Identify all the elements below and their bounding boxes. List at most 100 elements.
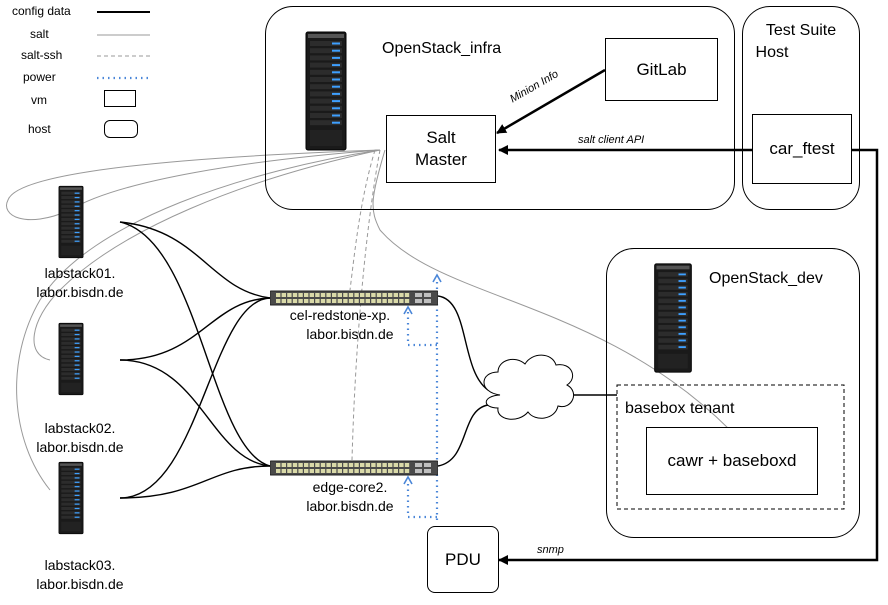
labstack02-server-status-led xyxy=(74,351,80,353)
openstack-dev-server-drive-bay xyxy=(658,278,688,284)
labstack03-server-status-led xyxy=(74,499,80,501)
switch1-port xyxy=(287,293,292,297)
openstack-dev-server-drive-bay xyxy=(658,318,688,323)
labstack03-server-drive-bay xyxy=(61,489,81,493)
openstack-dev-server-drive-bay xyxy=(658,285,688,290)
switch2-port xyxy=(337,463,342,467)
switch2-port xyxy=(276,463,281,467)
switch2-port xyxy=(388,469,393,473)
switch2-port xyxy=(399,463,404,467)
labstack01-label-line1: labstack01. xyxy=(44,265,116,281)
test-suite-host-label-line1: Test Suite xyxy=(765,22,837,39)
labstack01-server-status-led xyxy=(74,214,80,216)
labstack01-server-status-led xyxy=(74,223,80,225)
labstack03-server-status-led xyxy=(74,486,80,488)
openstack-dev-server-drive-bay xyxy=(658,298,688,304)
switch1-port xyxy=(354,299,359,303)
labstack03-server-status-led xyxy=(74,477,80,479)
labstack01-server-icon xyxy=(58,185,84,259)
salt-master-server-status-led xyxy=(332,85,340,88)
openstack-dev-server-status-led xyxy=(678,346,686,349)
switch1-uplink-port xyxy=(424,299,431,303)
labstack02-server-status-led xyxy=(74,360,80,362)
switch2-port xyxy=(393,469,398,473)
legend-host-label: host xyxy=(28,122,51,136)
switch2-port xyxy=(320,463,326,467)
salt-master-server-drive-bay xyxy=(310,98,342,104)
openstack-dev-server-status-led xyxy=(678,326,686,329)
switch2-port xyxy=(304,463,309,467)
labstack01-server-base-panel xyxy=(61,245,81,256)
openstack-dev-server-top-bezel xyxy=(656,265,690,270)
legend-vm-label: vm xyxy=(31,93,47,107)
switch2-port xyxy=(309,463,314,467)
car-ftest-box xyxy=(752,114,852,184)
switch1-port xyxy=(292,293,298,297)
labstack02-server-status-led xyxy=(74,368,80,371)
openstack-dev-server-drive-bay xyxy=(658,338,688,343)
labstack01-server-status-led xyxy=(74,196,80,199)
gitlab-label: GitLab xyxy=(636,60,687,79)
labstack02-server-status-led xyxy=(74,329,80,331)
switch1-port xyxy=(298,299,303,303)
labstack02-server-top-bezel xyxy=(60,324,82,327)
basebox-tenant-label: basebox tenant xyxy=(625,400,735,417)
openstack-dev-server-status-led xyxy=(678,319,686,322)
labstack03-server-icon xyxy=(58,461,84,535)
labstack02-server-status-led xyxy=(74,342,80,344)
legend-vm-box xyxy=(104,90,136,107)
labstack01-server-status-led xyxy=(74,231,80,234)
labstack03-server-status-led xyxy=(74,490,80,492)
salt-master-server-status-led xyxy=(332,92,340,95)
openstack-dev-server-status-led xyxy=(678,306,686,309)
switch1-port xyxy=(348,299,354,303)
switch2-port xyxy=(404,463,410,467)
labstack03-server-status-led xyxy=(74,503,80,505)
switch2-port xyxy=(320,469,326,473)
labstack03-server-drive-bay xyxy=(61,506,81,511)
salt-lines xyxy=(6,149,731,491)
labstack01-server-status-led xyxy=(74,236,80,238)
switch1-label-line1: cel-redstone-xp. xyxy=(289,307,391,323)
switch1-port xyxy=(309,299,314,303)
salt-master-server-status-led xyxy=(332,64,340,67)
openstack-dev-server-status-led xyxy=(678,299,686,302)
switch2-port xyxy=(332,463,337,467)
labstack02-label-line1: labstack02. xyxy=(44,420,116,436)
snmp-arrow xyxy=(498,148,879,565)
snmp-label: snmp xyxy=(537,544,564,556)
labstack01-server-status-led xyxy=(74,240,80,242)
openstack-dev-server-drive-bay xyxy=(658,305,688,310)
labstack02-server-drive-bay xyxy=(61,350,81,354)
switch1-icon xyxy=(270,290,438,306)
labstack02-server-drive-bay xyxy=(61,372,81,376)
labstack01-server-drive-bay xyxy=(61,196,81,200)
labstack01-server-drive-bay xyxy=(61,226,81,230)
labstack02-server-drive-bay xyxy=(61,337,81,341)
switch2-port xyxy=(376,469,382,473)
labstack01-server-drive-bay xyxy=(61,239,81,243)
switch2-uplink-port xyxy=(424,463,431,467)
basebox-tenant-box xyxy=(616,384,845,510)
switch2-port xyxy=(343,469,348,473)
switch1-port xyxy=(332,299,337,303)
switch1-port xyxy=(360,293,365,297)
switch2-port xyxy=(332,469,337,473)
openstack-dev-server-drive-bay xyxy=(658,344,688,350)
labstack01-server-status-led xyxy=(74,192,80,194)
salt-master-server-status-led xyxy=(332,71,340,74)
switch2-label-line2: labor.bisdn.de xyxy=(306,498,394,514)
salt-master-server-drive-bay xyxy=(310,69,342,75)
labstack01-server-drive-bay xyxy=(61,235,81,239)
switch1-port xyxy=(276,299,281,303)
labstack01-server-status-led xyxy=(74,218,80,220)
labstack03-server-status-led xyxy=(74,494,80,496)
salt-master-server-status-led xyxy=(332,100,340,103)
salt-ssh-lines xyxy=(349,149,381,461)
labstack01-server-top-bezel xyxy=(60,187,82,190)
openstack-dev-server-status-led xyxy=(678,332,686,335)
openstack-dev-server-status-led xyxy=(678,293,686,296)
switch2-port xyxy=(315,463,320,467)
salt-master-server-drive-bay xyxy=(310,62,342,68)
switch2-port xyxy=(326,469,331,473)
